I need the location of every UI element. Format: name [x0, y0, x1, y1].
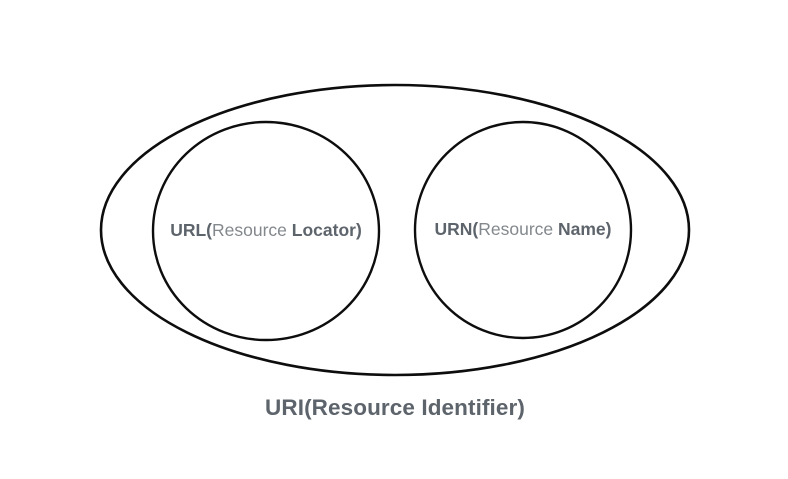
urn-abbr: URN( — [434, 219, 478, 239]
url-abbr: URL( — [170, 220, 212, 240]
url-label: URL(Resource Locator) — [170, 220, 362, 240]
url-inner-circle — [151, 120, 381, 342]
uri-caption: URI(Resource Identifier) — [265, 395, 525, 420]
urn-expansion-bold: Name) — [558, 219, 612, 239]
url-expansion-bold: Locator) — [292, 220, 362, 240]
uri-outer-ellipse — [99, 83, 691, 377]
urn-expansion-regular: Resource — [478, 219, 558, 239]
urn-inner-circle — [413, 120, 633, 340]
urn-label: URN(Resource Name) — [434, 219, 611, 239]
url-expansion-regular: Resource — [212, 220, 292, 240]
